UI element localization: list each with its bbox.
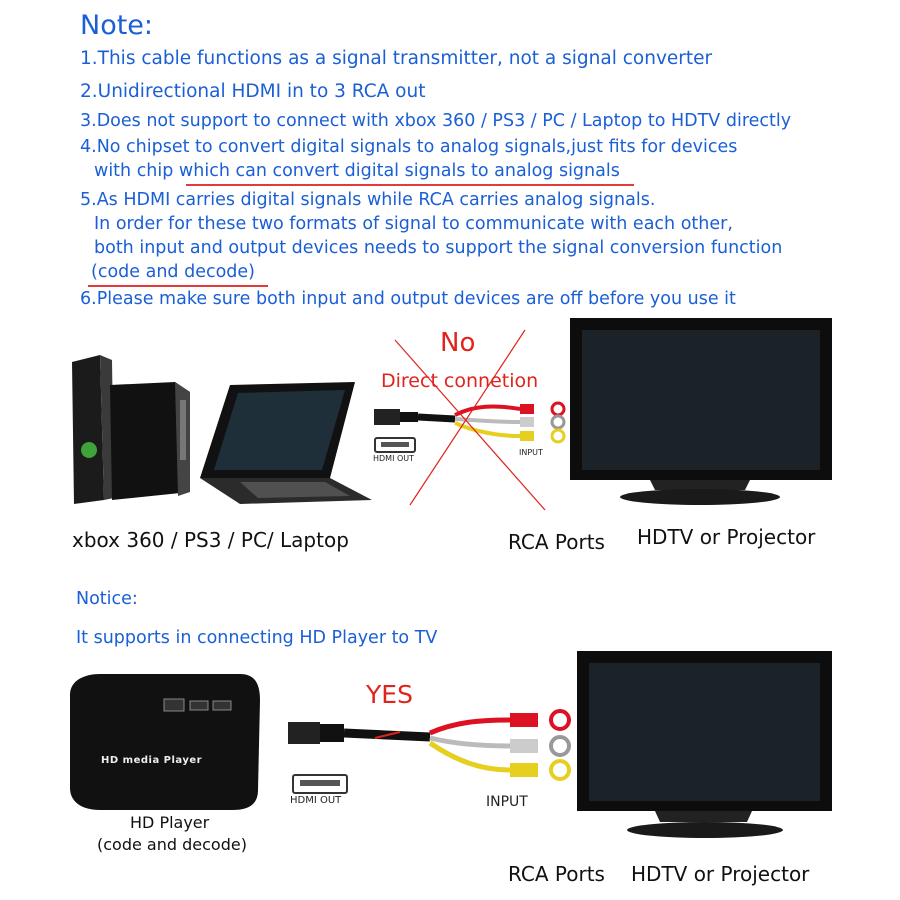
note-line-5: 5.As HDMI carries digital signals while … [80, 190, 656, 210]
note-line-3: 3.Does not support to connect with xbox … [80, 111, 792, 131]
hdmi-out-label-bottom: HDMI OUT [290, 795, 342, 806]
hd-player-label: HD Player [130, 813, 210, 832]
hdmi-out-label: HDMI OUT [373, 454, 415, 463]
note-line-1: 1.This cable functions as a signal trans… [80, 48, 713, 69]
hdmi-rca-cable-bottom [288, 709, 571, 781]
note-line-5c: both input and output devices needs to s… [94, 238, 783, 258]
hdmi-rca-cable-top [374, 401, 566, 444]
player-screen-text: HD media Player [101, 755, 203, 766]
note-line-2: 2.Unidirectional HDMI in to 3 RCA out [80, 81, 426, 102]
note-line-6: 6.Please make sure both input and output… [80, 289, 736, 309]
underline-code-decode [88, 285, 268, 287]
hd-player-sub-label: (code and decode) [97, 835, 247, 854]
note-line-4b: with chip which can convert digital sign… [94, 161, 620, 181]
input-label: INPUT [519, 448, 543, 457]
tv-icon-top [570, 318, 832, 505]
yes-check-mark [374, 731, 401, 739]
tv-label-top: HDTV or Projector [637, 525, 816, 549]
ps3-console-icon [110, 382, 190, 500]
underline-chip [186, 184, 634, 186]
notice-text: It supports in connecting HD Player to T… [76, 628, 438, 648]
note-title: Note: [80, 10, 154, 41]
laptop-icon [200, 382, 372, 504]
rca-ports-label-top: RCA Ports [508, 530, 605, 554]
note-line-4: 4.No chipset to convert digital signals … [80, 137, 738, 157]
no-cross-icon [394, 329, 546, 511]
rca-ports-label-bottom: RCA Ports [508, 862, 605, 886]
yes-label: YES [366, 680, 413, 709]
direct-connection-label: Direct conneti​on [381, 370, 539, 392]
note-line-5d: (code and decode) [91, 262, 255, 282]
xbox-console-icon [72, 355, 114, 504]
tv-icon-bottom [577, 651, 832, 838]
hdmi-port-icon [374, 437, 416, 453]
hd-player-icon [70, 674, 260, 810]
devices-label: xbox 360 / PS3 / PC/ Laptop [72, 528, 349, 552]
input-label-bottom: INPUT [486, 794, 528, 810]
no-label: No [440, 328, 476, 358]
notice-title: Notice: [76, 589, 138, 609]
hdmi-port-icon-bottom [292, 774, 348, 794]
note-line-5b: In order for these two formats of signal… [94, 214, 733, 234]
tv-label-bottom: HDTV or Projector [631, 862, 810, 886]
